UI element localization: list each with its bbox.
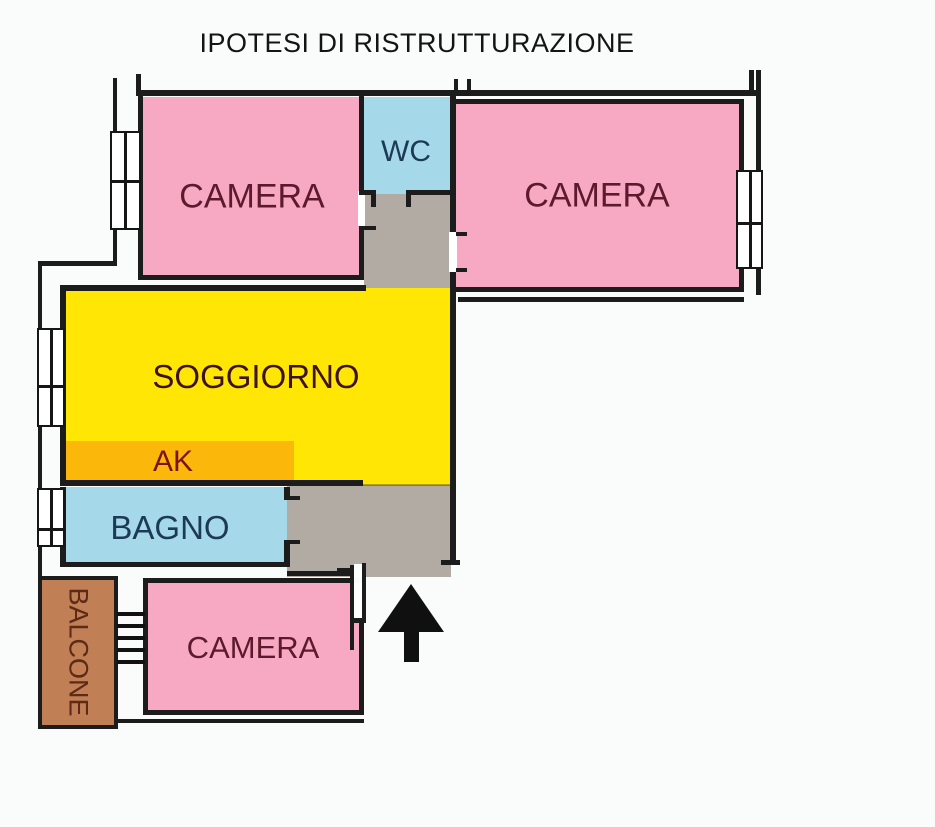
room-label-bagno: BAGNO — [110, 509, 230, 546]
balcony-door-icon — [117, 612, 145, 664]
wall — [359, 623, 364, 715]
room-wc — [364, 97, 452, 194]
wall — [143, 578, 351, 583]
room-label-wc: WC — [381, 135, 431, 168]
door-jamb-tick — [337, 568, 350, 572]
room-label-camera-top-right: CAMERA — [524, 176, 670, 215]
wall-step — [38, 261, 117, 266]
wall-top — [136, 90, 758, 96]
window-icon — [110, 131, 141, 230]
page-title: IPOTESI DI RISTRUTTURAZIONE — [199, 28, 635, 58]
door-jamb-tick — [290, 496, 300, 500]
wall — [60, 285, 366, 291]
room-bagno — [63, 487, 287, 566]
wall-end-cap — [441, 560, 460, 565]
wall-central-upper — [450, 96, 456, 232]
wall — [359, 96, 364, 192]
wall — [284, 540, 290, 567]
door-jamb-tick — [290, 540, 300, 544]
entrance-arrow-icon — [378, 584, 444, 632]
hallway-entrance — [287, 485, 451, 577]
wall-notch — [352, 583, 362, 619]
wall — [60, 562, 290, 567]
wall-outer-bottom — [117, 719, 364, 723]
window-icon — [736, 170, 763, 269]
room-label-camera-top-left: CAMERA — [179, 177, 325, 216]
wall — [359, 190, 376, 195]
wall-central-lower — [450, 272, 456, 565]
door-opening-camera-top-right — [449, 232, 457, 272]
door-opening-camera-top-left — [358, 191, 365, 226]
wall — [452, 99, 744, 104]
wall — [452, 287, 744, 292]
wall — [287, 571, 352, 576]
door-jamb-wall — [362, 563, 366, 623]
wall — [60, 480, 363, 486]
door-jamb-tick — [406, 195, 411, 207]
door-jamb-tick — [456, 232, 467, 236]
door-jamb-wall — [350, 565, 354, 650]
wall — [406, 190, 452, 195]
wall-unshaded-room-top — [458, 297, 744, 302]
door-jamb-tick — [456, 268, 467, 272]
hallway-top — [364, 194, 452, 289]
window-icon — [37, 328, 65, 427]
room-label-soggiorno: SOGGIORNO — [152, 358, 360, 395]
room-label-balcone: BALCONE — [63, 587, 94, 717]
wall-tick — [454, 79, 458, 91]
room-label-ak: AK — [152, 445, 194, 478]
door-jamb-tick — [371, 195, 376, 207]
wall-tick — [136, 74, 141, 91]
floor-color-boundary — [363, 484, 451, 486]
wall — [284, 487, 290, 500]
wall — [359, 226, 364, 280]
wall-jog — [350, 618, 364, 623]
wall — [138, 275, 364, 280]
wall — [143, 710, 364, 715]
wall-tick — [467, 79, 471, 91]
room-camera-top-right — [452, 104, 742, 288]
door-jamb-tick — [364, 226, 376, 230]
window-icon — [37, 488, 65, 547]
room-camera-bottom — [145, 583, 364, 715]
room-camera-top-left — [140, 97, 360, 280]
room-balcone — [38, 576, 118, 729]
room-label-camera-bottom: CAMERA — [186, 630, 320, 665]
room-ak-kitchenette — [66, 441, 294, 485]
door-opening-entrance — [354, 564, 362, 578]
entrance-arrow-stem — [404, 630, 419, 662]
wall-tick — [749, 70, 754, 91]
wall — [143, 578, 148, 715]
